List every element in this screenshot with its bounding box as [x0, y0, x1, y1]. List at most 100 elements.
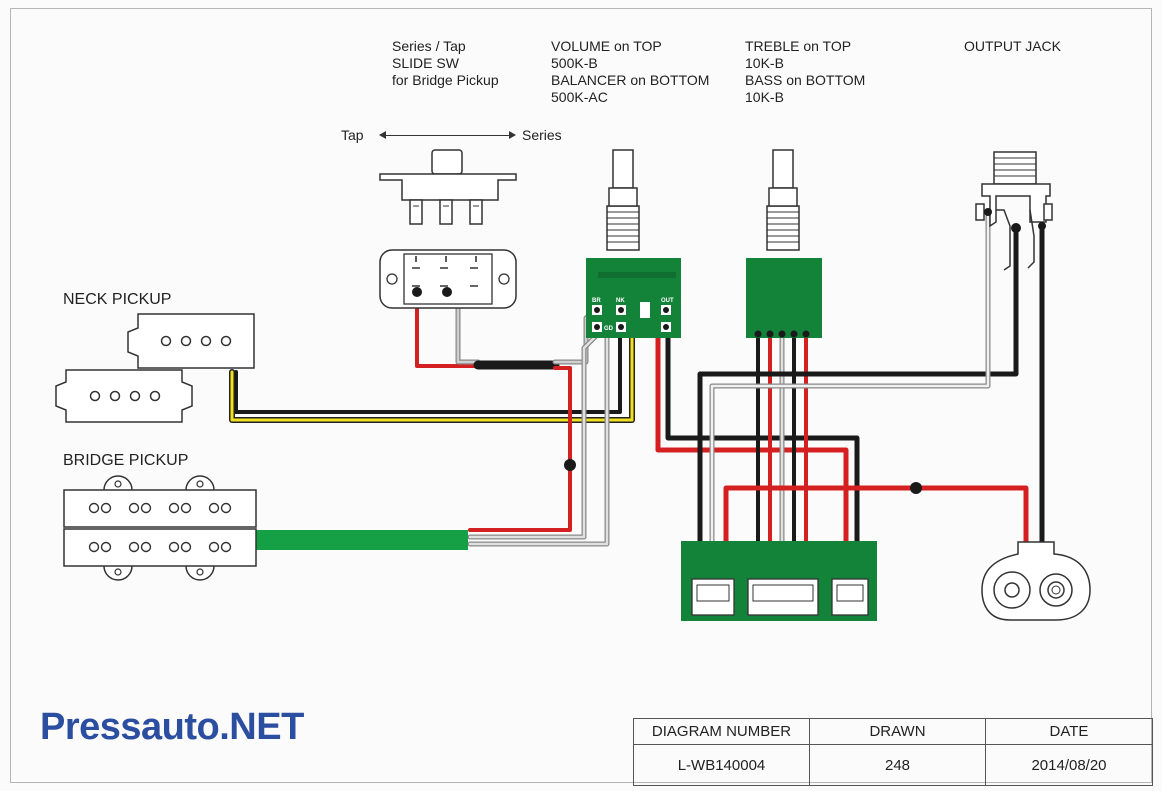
switch-red-to-bridge-wire: [468, 366, 572, 532]
output-jack-tip-spring: [996, 209, 1011, 271]
bridge-pickup-mount-top: [103, 475, 215, 491]
jack-terminal-icon: [1011, 223, 1021, 233]
switch-red-wire: [415, 290, 480, 368]
screw-icon: [196, 480, 204, 488]
volume-pcb-trace: [598, 272, 676, 278]
connector-details: [696, 584, 864, 602]
series-label: Series: [522, 127, 562, 143]
bridge-pickup-lower-coil: [63, 528, 257, 567]
title-block-header-drawn: DRAWN: [810, 719, 986, 745]
volume-pot-threads: [607, 211, 639, 243]
bridge-pickup-polepieces: [88, 502, 232, 553]
switch-label-line-1: Series / Tap: [392, 38, 466, 54]
jack-terminal-icon: [984, 208, 992, 216]
volume-label-line-4: 500K-AC: [551, 89, 608, 105]
diagram-frame: [10, 8, 1152, 783]
volume-label-line-3: BALANCER on BOTTOM: [551, 72, 710, 88]
treble-pot-threads: [767, 211, 799, 243]
treble-bass-pot: [746, 149, 822, 338]
volume-pcb-solder-joints: [594, 307, 669, 330]
slide-switch-contacts: [412, 256, 478, 287]
screw-icon: [114, 568, 122, 576]
volume-pot-thread: [606, 205, 640, 251]
slide-switch-knob: [431, 149, 463, 175]
connector-left: [691, 578, 735, 616]
bridge-pickup: [63, 475, 257, 581]
volume-pot: BR NK OUT GD: [586, 149, 681, 338]
neck-black-wire: [234, 324, 622, 414]
neck-pickup-rear-coil: [55, 369, 193, 423]
title-block-diagram-number: L-WB140004: [634, 745, 810, 785]
output-jack-lug: [975, 203, 985, 221]
bridge-pickup-label: BRIDGE PICKUP: [63, 452, 189, 469]
volume-label-line-2: 500K-B: [551, 55, 598, 71]
brand-watermark: Pressauto.NET: [40, 706, 304, 748]
screw-icon: [114, 480, 122, 488]
treble-pot-collar: [768, 187, 798, 207]
screw-hole-icon: [498, 273, 510, 285]
junction-dot-bridge: [564, 459, 576, 471]
pcb-label-br: BR: [592, 298, 601, 304]
treble-pot-shaft: [772, 149, 794, 189]
tap-label: Tap: [341, 127, 364, 143]
volume-label-line-1: VOLUME on TOP: [551, 38, 662, 54]
jack-terminal-icon: [1038, 222, 1046, 230]
neck-pickup-rear-polepieces: [89, 390, 161, 402]
volume-pot-shaft: [612, 149, 634, 189]
output-jack-sleeve-spring: [1027, 209, 1035, 269]
switch-label-line-2: SLIDE SW: [392, 55, 459, 71]
connector-middle: [747, 578, 819, 616]
bridge-gray-wire-1-core: [468, 324, 600, 539]
switch-terminal-icon: [412, 287, 422, 297]
neck-pickup-front-polepieces: [160, 335, 232, 347]
treble-label-line-4: 10K-B: [745, 89, 784, 105]
treble-pcb-solder-joints: [754, 330, 810, 338]
preamp-board: [681, 541, 877, 621]
slide-switch-lug-2: [439, 199, 453, 225]
output-jack: [975, 151, 1053, 271]
neck-pickup: [55, 313, 255, 423]
tap-series-arrow: [379, 131, 516, 139]
treble-label-line-2: 10K-B: [745, 55, 784, 71]
output-jack-label: OUTPUT JACK: [964, 38, 1061, 54]
volume-pot-collar: [608, 187, 638, 207]
slide-switch-bottom: [379, 249, 517, 309]
jack-gray-wire-core: [710, 210, 990, 600]
bridge-pickup-upper-coil: [63, 489, 257, 528]
output-jack-lug: [1043, 203, 1053, 221]
pcb-label-gd: GD: [604, 326, 614, 332]
jack-black-wire: [697, 227, 1019, 601]
slide-switch-side: [379, 149, 517, 225]
screw-icon: [196, 568, 204, 576]
treble-pot-thread: [766, 205, 800, 251]
title-block-header-diagram-number: DIAGRAM NUMBER: [634, 719, 810, 745]
junction-dot-battery: [910, 482, 922, 494]
switch-terminal-icon: [442, 287, 452, 297]
slide-switch-mount: [379, 173, 517, 201]
preamp-connectors: [691, 578, 869, 616]
volume-label: VOLUME on TOP 500K-B BALANCER on BOTTOM …: [551, 38, 709, 106]
neck-pickup-label: NECK PICKUP: [63, 291, 172, 308]
title-block-drawn: 248: [810, 745, 986, 785]
bridge-pickup-mount-bottom: [103, 565, 215, 581]
switch-label: Series / Tap SLIDE SW for Bridge Pickup: [392, 38, 499, 89]
battery-snap: [981, 541, 1091, 621]
switch-label-line-3: for Bridge Pickup: [392, 72, 499, 88]
slide-switch-lug-3: [469, 199, 483, 225]
bridge-gray-wire-1: [467, 323, 601, 540]
title-block: DIAGRAM NUMBER DRAWN DATE L-WB140004 248…: [633, 718, 1153, 786]
title-block-header-date: DATE: [986, 719, 1152, 745]
pcb-label-nk: NK: [616, 298, 625, 304]
volume-pcb-pad: [640, 302, 650, 318]
screw-hole-icon: [386, 273, 398, 285]
treble-pcb: [746, 258, 822, 338]
treble-label: TREBLE on TOP 10K-B BASS on BOTTOM 10K-B: [745, 38, 865, 106]
pcb-label-out: OUT: [661, 298, 674, 304]
output-jack-threads: [994, 157, 1036, 177]
slide-switch-lug-1: [409, 199, 423, 225]
treble-label-line-3: BASS on BOTTOM: [745, 72, 866, 88]
output-jack-thread: [993, 151, 1037, 185]
output-jack-frame: [981, 183, 1051, 228]
treble-label-line-1: TREBLE on TOP: [745, 38, 852, 54]
